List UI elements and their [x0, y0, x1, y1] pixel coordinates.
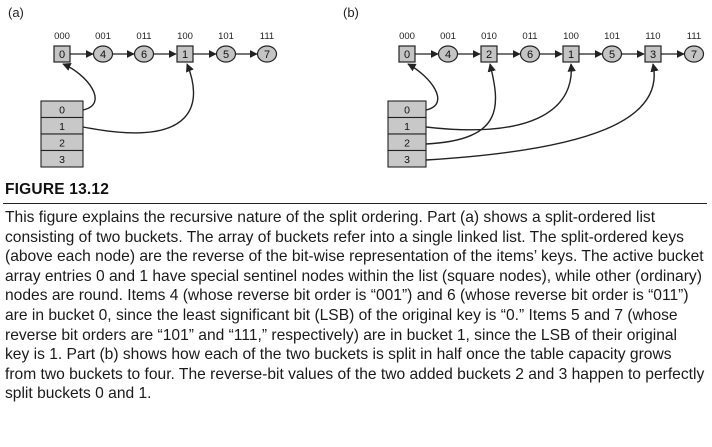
split-order-key: 001	[440, 31, 456, 42]
bucket-pointer-arrow	[425, 63, 576, 131]
bucket-cell	[40, 149, 84, 168]
sentinel-node	[644, 45, 662, 63]
node-key: 5	[223, 49, 229, 61]
ordinary-node	[601, 45, 623, 63]
node-key: 5	[609, 49, 615, 61]
bucket-pointer-arrow	[407, 63, 439, 111]
split-order-key: 011	[522, 31, 537, 42]
node-key: 4	[445, 49, 451, 61]
bucket-index: 2	[404, 138, 410, 150]
node-key: 7	[691, 49, 697, 61]
split-order-key: 110	[645, 31, 660, 42]
ordinary-node	[133, 45, 155, 63]
node-key: 7	[264, 49, 270, 61]
bucket-index: 3	[59, 154, 65, 166]
bucket-pointer-arrow	[425, 63, 497, 145]
bucket-index: 1	[59, 121, 65, 133]
sentinel-node	[176, 45, 194, 63]
bucket-pointer-arrow	[82, 63, 195, 134]
split-order-key: 000	[399, 31, 415, 42]
figure-label: FIGURE 13.12	[5, 181, 110, 198]
split-order-key: 001	[95, 31, 111, 42]
ordinary-node	[519, 45, 541, 63]
bucket-index: 3	[404, 154, 410, 166]
panel-label: (a)	[8, 5, 24, 20]
sentinel-node	[398, 45, 416, 63]
split-order-key: 101	[604, 31, 620, 42]
node-key: 3	[650, 49, 656, 61]
sentinel-node	[562, 45, 580, 63]
ordinary-node	[683, 45, 705, 63]
split-order-key: 111	[260, 31, 274, 42]
node-key: 1	[568, 49, 574, 61]
node-key: 2	[486, 49, 492, 61]
bucket-index: 1	[404, 121, 410, 133]
sentinel-node	[480, 45, 498, 63]
bucket-index: 0	[404, 105, 410, 117]
bucket-index: 2	[59, 138, 65, 150]
bucket-pointer-arrow	[425, 63, 659, 161]
split-order-key: 111	[687, 31, 701, 42]
node-key: 4	[100, 49, 106, 61]
node-key: 6	[141, 49, 147, 61]
split-order-key: 100	[563, 31, 579, 42]
figure-caption: This figure explains the recursive natur…	[5, 209, 705, 403]
caption-rule	[3, 203, 707, 204]
node-key: 0	[59, 49, 65, 61]
ordinary-node	[256, 45, 278, 63]
ordinary-node	[92, 45, 114, 63]
bucket-index: 0	[59, 105, 65, 117]
split-order-key: 010	[481, 31, 497, 42]
split-order-key: 000	[54, 31, 70, 42]
bucket-pointer-arrow	[62, 63, 96, 111]
ordinary-node	[437, 45, 459, 63]
ordinary-node	[215, 45, 237, 63]
split-order-key: 100	[177, 31, 193, 42]
split-order-key: 011	[136, 31, 151, 42]
bucket-cell	[387, 149, 427, 168]
node-key: 6	[527, 49, 533, 61]
panel-label: (b)	[343, 5, 359, 20]
sentinel-node	[53, 45, 71, 63]
node-key: 0	[404, 49, 410, 61]
split-order-key: 101	[218, 31, 234, 42]
node-key: 1	[182, 49, 188, 61]
